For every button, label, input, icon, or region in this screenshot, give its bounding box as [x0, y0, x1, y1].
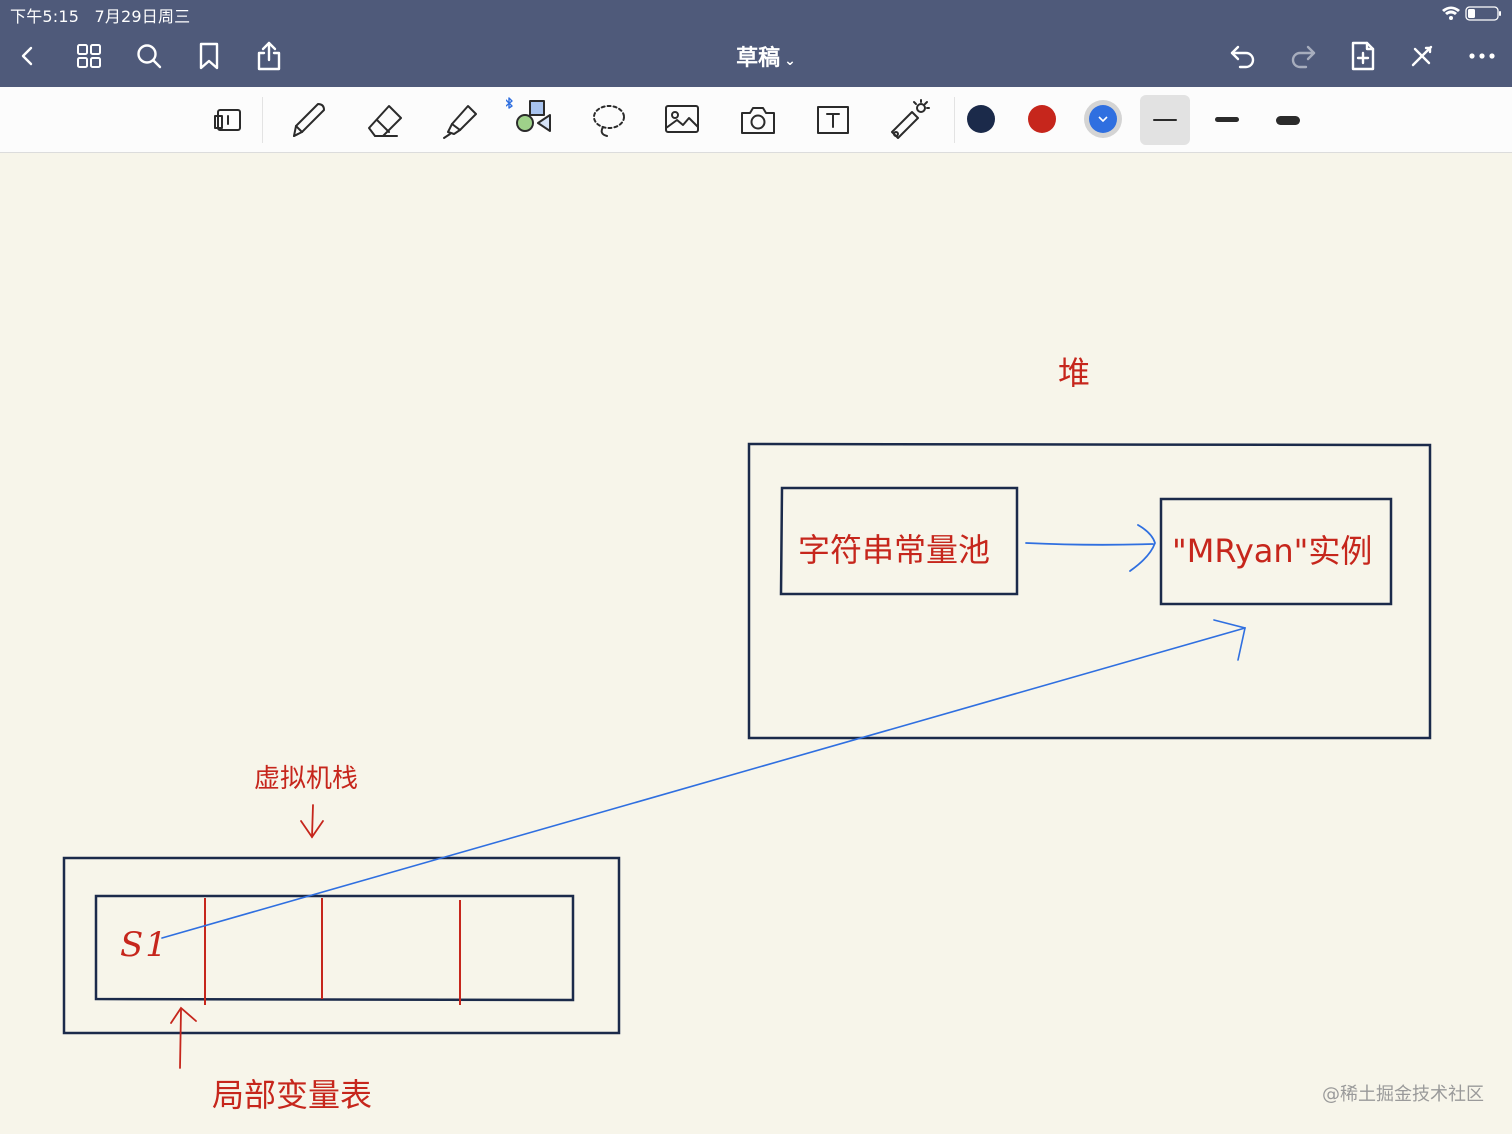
heap-box — [747, 442, 1432, 740]
stroke-medium-line — [1215, 117, 1239, 122]
image-tool[interactable] — [658, 95, 708, 145]
color-swatch-navy[interactable] — [967, 105, 995, 133]
read-mode-button[interactable] — [203, 95, 253, 145]
shapes-tool[interactable] — [506, 95, 556, 145]
eraser-tool[interactable] — [360, 95, 410, 145]
stroke-thin-line — [1153, 119, 1177, 121]
highlighter-icon — [443, 105, 477, 139]
eraser-icon — [368, 105, 402, 137]
stroke-thick-line — [1276, 116, 1300, 125]
instance-box — [1159, 497, 1393, 606]
redo-button[interactable] — [1283, 36, 1323, 76]
color-swatch-blue — [1089, 105, 1117, 133]
grid-view-button[interactable] — [69, 36, 109, 76]
laser-pointer-icon — [891, 99, 930, 139]
status-bar: 下午5:15 7月29日周三 — [10, 3, 200, 27]
string-pool-box — [779, 486, 1019, 596]
bookmark-icon — [199, 42, 219, 70]
toolbar-divider — [954, 97, 955, 143]
close-toolbar-button[interactable] — [1402, 36, 1442, 76]
more-icon — [1469, 53, 1495, 59]
local-var-table-box — [94, 894, 575, 1002]
pool-to-instance-arrow — [1025, 524, 1156, 572]
local-var-table-pointer-arrow — [170, 1006, 197, 1069]
color-swatch-red[interactable] — [1028, 105, 1056, 133]
back-icon — [21, 46, 33, 66]
lasso-tool[interactable] — [584, 95, 634, 145]
vm-stack-box — [62, 856, 621, 1035]
camera-tool[interactable] — [733, 95, 783, 145]
note-canvas[interactable]: 堆 字符串常量池 "MRyan"实例 虚拟机栈 局部变量表 S1 — [0, 153, 1512, 1134]
vm-stack-label: 虚拟机栈 — [254, 764, 359, 794]
document-title-menu[interactable]: 草稿⌄ — [700, 40, 832, 72]
read-mode-icon — [214, 109, 241, 131]
wifi-icon — [1442, 6, 1460, 20]
local-var-table-label: 局部变量表 — [212, 1076, 373, 1114]
close-toolbar-icon — [1411, 45, 1433, 67]
shapes-icon — [506, 97, 551, 132]
chevron-down-icon — [1098, 116, 1108, 122]
color-swatch-blue-selected[interactable] — [1084, 100, 1122, 138]
more-button[interactable] — [1462, 36, 1502, 76]
slot-s1-label: S1 — [120, 925, 169, 965]
search-icon — [137, 44, 162, 69]
highlighter-tool[interactable] — [435, 95, 485, 145]
stroke-width-thick[interactable] — [1263, 95, 1313, 145]
undo-icon — [1230, 45, 1255, 69]
battery-icon — [1465, 6, 1501, 21]
text-icon — [817, 106, 849, 134]
share-icon — [257, 41, 281, 71]
watermark: @稀土掘金技术社区 — [1322, 1084, 1484, 1105]
status-time: 下午5:15 — [10, 7, 80, 26]
pen-tool[interactable] — [283, 95, 333, 145]
chevron-down-icon: ⌄ — [784, 53, 796, 69]
stroke-width-thin[interactable] — [1140, 95, 1190, 145]
reference-arrow — [161, 619, 1246, 939]
grid-icon — [77, 44, 101, 68]
ink-layer — [62, 442, 1432, 1069]
status-icons — [1440, 4, 1504, 22]
undo-button[interactable] — [1223, 36, 1263, 76]
add-page-icon — [1351, 41, 1375, 71]
vm-stack-pointer-arrow — [300, 804, 324, 839]
image-icon — [665, 105, 699, 133]
share-button[interactable] — [249, 36, 289, 76]
bookmark-button[interactable] — [189, 36, 229, 76]
document-title: 草稿 — [736, 46, 781, 71]
stroke-width-medium[interactable] — [1202, 95, 1252, 145]
string-pool-label: 字符串常量池 — [798, 531, 991, 569]
camera-icon — [741, 107, 775, 134]
heap-label: 堆 — [1058, 354, 1091, 392]
add-page-button[interactable] — [1343, 36, 1383, 76]
top-bar: 下午5:15 7月29日周三 — [0, 0, 1512, 87]
lasso-icon — [593, 105, 625, 137]
laser-pointer-tool[interactable] — [883, 95, 933, 145]
text-tool[interactable] — [808, 95, 858, 145]
status-date: 7月29日周三 — [94, 7, 191, 26]
toolbar-divider — [262, 97, 263, 143]
pen-icon — [293, 103, 325, 137]
back-button[interactable] — [8, 36, 48, 76]
redo-icon — [1291, 45, 1316, 69]
search-button[interactable] — [129, 36, 169, 76]
instance-label: "MRyan"实例 — [1172, 532, 1373, 570]
drawing-toolbar — [0, 87, 1512, 153]
